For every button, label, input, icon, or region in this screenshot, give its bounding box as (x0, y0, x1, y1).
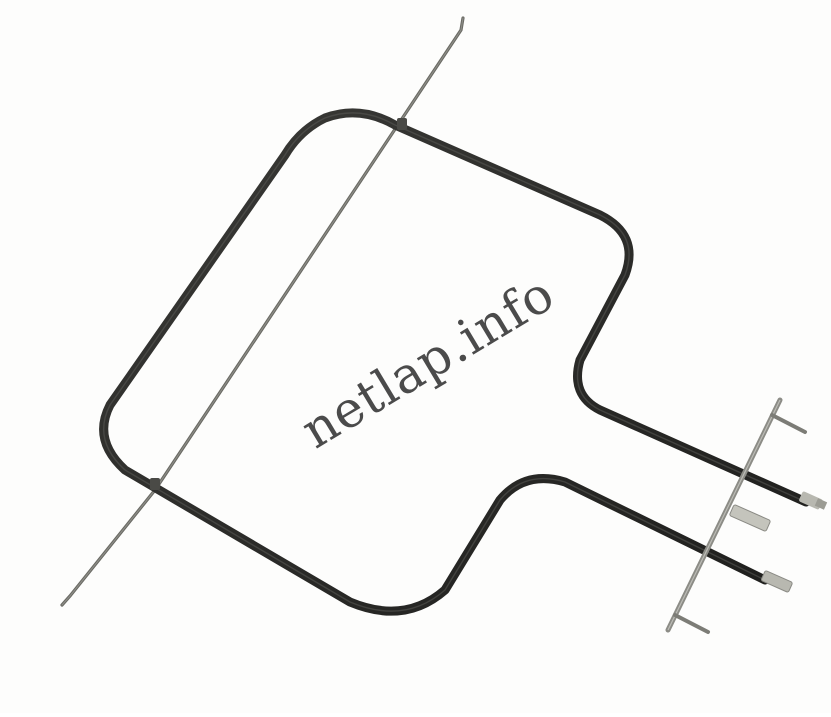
bracket-pin-bottom (673, 613, 710, 634)
terminal-bottom (760, 570, 793, 593)
rod-clip-bottom (150, 478, 160, 490)
terminal-top (799, 491, 828, 510)
support-rod (60, 16, 465, 607)
rod-clip-top (397, 118, 407, 130)
bracket-pin-top (770, 413, 807, 434)
terminal-middle (729, 504, 771, 532)
